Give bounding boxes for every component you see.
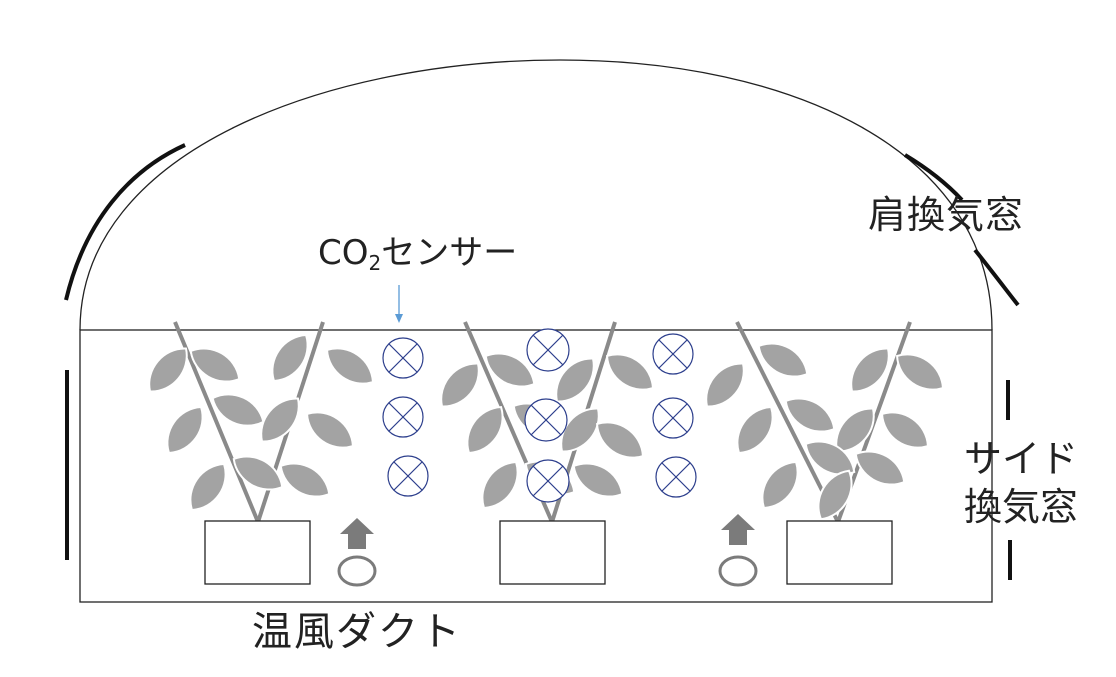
planter-box-2 — [499, 520, 606, 585]
plant-group-1 — [138, 321, 382, 523]
shoulder-window-left — [64, 143, 186, 301]
sensor-icon-2 — [382, 396, 424, 438]
planter-box-3 — [786, 520, 893, 585]
side-window-label-line2: 換気窓 — [963, 485, 1078, 529]
heater-1 — [337, 518, 377, 587]
shoulder-window-right-upper — [903, 153, 964, 202]
heater-2 — [718, 514, 758, 587]
co2-sensor-label: CO2センサー — [318, 236, 517, 273]
sensor-icon-6 — [526, 459, 570, 503]
up-arrow-icon — [340, 518, 374, 549]
up-arrow-icon — [721, 514, 755, 545]
greenhouse-body — [79, 329, 993, 603]
sensor-icon-1 — [382, 337, 424, 379]
sensor-icon-9 — [655, 456, 697, 498]
co2-sensors — [382, 328, 697, 503]
sensor-icon-5 — [524, 398, 568, 442]
co2-label-prefix: CO — [318, 233, 369, 273]
plant-group-3 — [695, 321, 952, 527]
co2-label-suffix: センサー — [381, 233, 518, 273]
sensor-icon-7 — [652, 333, 694, 375]
shoulder-window-right-lower — [973, 248, 1020, 307]
planter-box-1 — [204, 520, 311, 585]
duct-circle-icon — [337, 555, 377, 587]
hot-air-duct-label: 温風ダクト — [252, 609, 462, 655]
sensor-icon-4 — [526, 328, 570, 372]
side-window-label: サイド 換気窓 — [956, 435, 1086, 531]
duct-circle-icon — [718, 555, 758, 587]
sensor-icon-8 — [652, 397, 694, 439]
sensor-icon-3 — [387, 455, 429, 497]
co2-pointer-head — [395, 314, 403, 323]
shoulder-window-label: 肩換気窓 — [868, 193, 1025, 237]
side-window-label-line1: サイド — [963, 437, 1078, 481]
greenhouse-roof — [79, 59, 993, 331]
co2-label-subscript: 2 — [368, 251, 382, 275]
